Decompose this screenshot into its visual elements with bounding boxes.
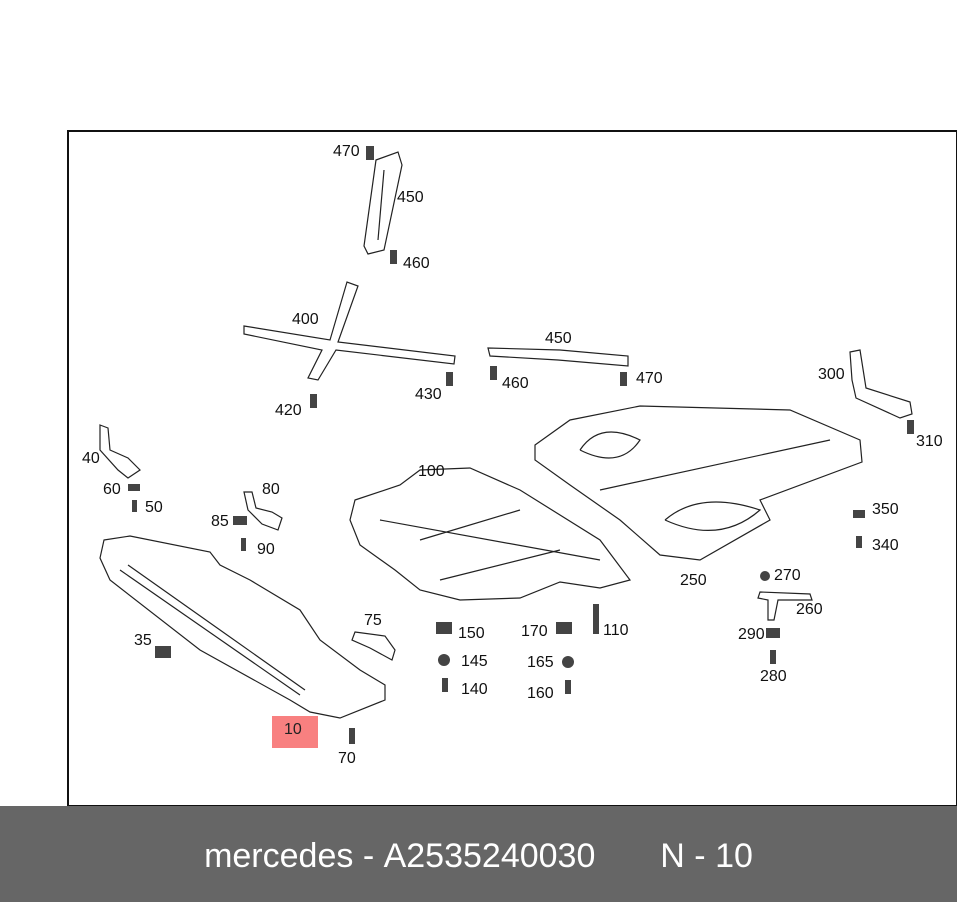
callout-470: 470 — [636, 370, 663, 387]
strut-450-top — [363, 151, 403, 255]
callout-165: 165 — [527, 654, 554, 671]
highlighted-callout-10: 10 — [272, 716, 318, 748]
panel-10 — [99, 535, 386, 719]
bracket-260 — [757, 591, 813, 621]
callout-85: 85 — [211, 513, 229, 530]
bracket-75 — [351, 631, 396, 661]
callout-70: 70 — [338, 750, 356, 767]
separator: - — [362, 837, 375, 875]
footer-bar: mercedes - A2535240030 N - 10 — [0, 806, 957, 902]
callout-350: 350 — [872, 501, 899, 518]
brand-name: mercedes — [204, 837, 354, 875]
callout-160: 160 — [527, 685, 554, 702]
callout-270: 270 — [774, 567, 801, 584]
callout-450: 450 — [397, 189, 424, 206]
highlighted-callout-label: 10 — [284, 721, 302, 738]
callout-60: 60 — [103, 481, 121, 498]
callout-460: 460 — [403, 255, 430, 272]
panel-250 — [534, 405, 863, 561]
panel-100 — [349, 467, 632, 601]
footer-caption: mercedes - A2535240030 N - 10 — [0, 836, 957, 876]
callout-145: 145 — [461, 653, 488, 670]
callout-100: 100 — [418, 463, 445, 480]
callout-400: 400 — [292, 311, 319, 328]
callout-75: 75 — [364, 612, 382, 629]
callout-430: 430 — [415, 386, 442, 403]
bracket-40 — [99, 424, 141, 479]
separator: - — [694, 837, 706, 875]
callout-300: 300 — [818, 366, 845, 383]
callout-90: 90 — [257, 541, 275, 558]
callout-170: 170 — [521, 623, 548, 640]
callout-460: 460 — [502, 375, 529, 392]
cross-brace-400 — [243, 281, 456, 381]
callout-310: 310 — [916, 433, 943, 450]
bracket-300 — [849, 349, 913, 419]
part-number: A2535240030 — [383, 837, 596, 875]
callout-340: 340 — [872, 537, 899, 554]
callout-470: 470 — [333, 143, 360, 160]
callout-290: 290 — [738, 626, 765, 643]
callout-250: 250 — [680, 572, 707, 589]
callout-420: 420 — [275, 402, 302, 419]
strut-450-right — [487, 347, 629, 367]
callout-80: 80 — [262, 481, 280, 498]
callout-50: 50 — [145, 499, 163, 516]
callout-140: 140 — [461, 681, 488, 698]
position-number: 10 — [715, 837, 753, 875]
bracket-80 — [243, 491, 283, 531]
position-prefix: N — [660, 837, 685, 875]
callout-40: 40 — [82, 450, 100, 467]
callout-280: 280 — [760, 668, 787, 685]
callout-260: 260 — [796, 601, 823, 618]
callout-450: 450 — [545, 330, 572, 347]
callout-150: 150 — [458, 625, 485, 642]
callout-110: 110 — [603, 622, 629, 639]
callout-35: 35 — [134, 632, 152, 649]
fasteners — [128, 146, 914, 744]
